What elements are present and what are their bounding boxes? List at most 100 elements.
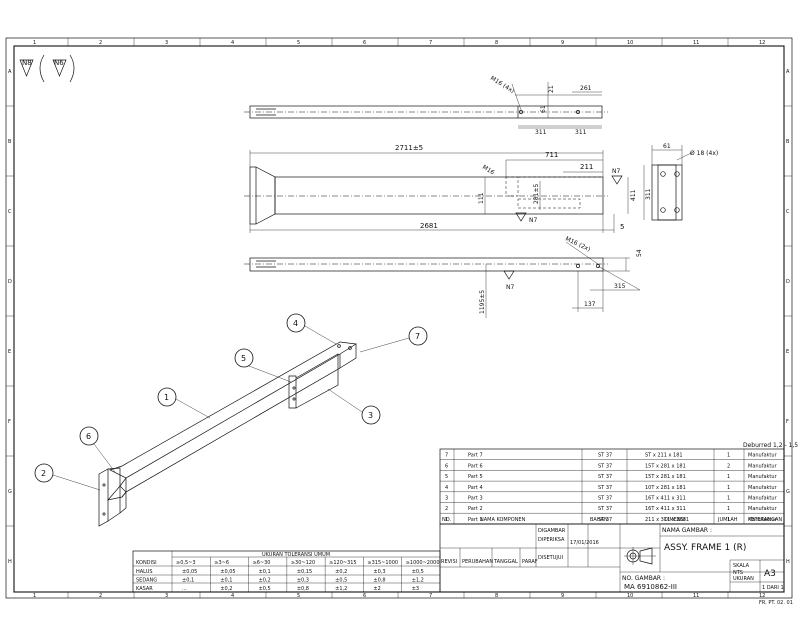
part-note: Manufaktur	[748, 506, 778, 512]
svg-text:2711±5: 2711±5	[395, 144, 423, 152]
svg-text:281±5: 281±5	[533, 184, 540, 204]
tolerance-range: ≥30~120	[291, 560, 315, 566]
part-material: ST 37	[598, 506, 612, 512]
deburr-note: Deburred 1,2 - 1,5	[743, 442, 798, 449]
svg-text:PERUBAHAN: PERUBAHAN	[462, 559, 493, 565]
svg-text:61: 61	[540, 105, 547, 113]
grid-column-label: 6	[363, 40, 366, 46]
svg-text:311: 311	[575, 129, 587, 136]
svg-text:311: 311	[645, 188, 652, 200]
svg-text:5: 5	[620, 223, 624, 231]
svg-text:REVISI: REVISI	[441, 559, 457, 565]
grid-columns	[67, 38, 729, 598]
part-number: 3	[445, 496, 448, 502]
grid-row-label: B	[786, 139, 790, 145]
svg-text:DISETUJUI: DISETUJUI	[538, 555, 563, 561]
grid-column-label: 7	[429, 593, 432, 599]
part-name: Part 7	[468, 453, 483, 459]
part-dimension: ST x 211 x 181	[645, 453, 683, 459]
part-note: Manufaktur	[748, 485, 778, 491]
svg-text:PARAF: PARAF	[522, 559, 538, 565]
grid-column-label: 9	[561, 40, 564, 46]
part-number: 5	[445, 474, 448, 480]
svg-text:6: 6	[86, 432, 91, 441]
grid-column-label: 10	[627, 40, 633, 46]
tolerance-row-header: KONDISI	[136, 560, 157, 566]
svg-text:1195±5: 1195±5	[479, 290, 486, 314]
part-material: ST 37	[598, 485, 612, 491]
tolerance-value: ±3	[412, 586, 419, 592]
svg-text:315: 315	[614, 283, 626, 290]
part-name: Part 1	[468, 517, 483, 523]
svg-text:NO. GAMBAR :: NO. GAMBAR :	[622, 575, 665, 582]
grid-column-label: 11	[693, 593, 699, 599]
svg-text:1 DARI 1: 1 DARI 1	[762, 585, 784, 591]
grid-column-label: 8	[495, 40, 498, 46]
part-material: ST 37	[598, 453, 612, 459]
grid-column-label: 2	[99, 40, 102, 46]
grid-column-label: 12	[759, 593, 765, 599]
grid-row-label: H	[786, 559, 790, 565]
svg-text:MA 6910862-III: MA 6910862-III	[624, 583, 677, 591]
side-view-dims: 61 Ø 18 (4x) 311	[645, 143, 718, 200]
part-number: 7	[445, 453, 448, 459]
svg-text:N6: N6	[54, 59, 64, 67]
svg-text:N7: N7	[506, 284, 514, 291]
grid-column-label: 1	[33, 593, 36, 599]
tolerance-value: ±0,5	[259, 586, 271, 592]
grid-column-label: 7	[429, 40, 432, 46]
svg-text:DIPERIKSA: DIPERIKSA	[538, 537, 565, 543]
grid-column-label: 4	[231, 40, 234, 46]
tolerance-value: ±0,2	[335, 569, 347, 575]
tolerance-range: ≥1000~2000	[406, 560, 440, 566]
svg-text:61: 61	[663, 143, 671, 150]
tolerance-value: ±0,1	[259, 569, 271, 575]
grid-rows	[6, 105, 792, 527]
surface-roughness-symbol: N8 N6	[19, 54, 75, 83]
tolerance-table: UKURAN TOLERANSI UMUM≥0,5~3≥3~6≥6~30≥30~…	[132, 550, 441, 593]
tolerance-value: ±0,05	[182, 569, 197, 575]
svg-text:N7: N7	[529, 217, 537, 224]
grid-row-label: F	[786, 419, 789, 425]
svg-text:211: 211	[580, 163, 593, 171]
grid-row-label: E	[8, 349, 11, 355]
tolerance-value: ±2	[373, 586, 380, 592]
tolerance-range: ≥0,5~3	[176, 560, 196, 566]
grid-column-label: 2	[99, 593, 102, 599]
tolerance-condition: KASAR	[136, 586, 153, 592]
tolerance-value: ±0,2	[220, 586, 232, 592]
svg-text:137: 137	[584, 301, 596, 308]
part-qty: 1	[727, 485, 730, 491]
tolerance-range: ≥120~315	[329, 560, 356, 566]
grid-row-label: C	[786, 209, 790, 215]
part-note: Manufaktur	[748, 474, 778, 480]
header-no: NO.	[442, 517, 451, 523]
grid-row-label: A	[786, 69, 790, 75]
svg-text:1: 1	[164, 393, 169, 402]
form-code: FR. PT. 02. 01	[759, 600, 793, 606]
svg-text:NTS: NTS	[733, 570, 743, 576]
tolerance-title: UKURAN TOLERANSI UMUM	[262, 552, 330, 558]
part-number: 1	[445, 517, 448, 523]
grid-row-label: D	[8, 279, 12, 285]
grid-column-label: 9	[561, 593, 564, 599]
tolerance-value: ±0,8	[297, 586, 309, 592]
part-qty: 2	[727, 463, 730, 469]
balloon-7: 7	[359, 326, 428, 353]
grid-column-label: 3	[165, 40, 168, 46]
tolerance-value: ±0,3	[373, 569, 385, 575]
side-view	[643, 145, 694, 221]
part-name: Part 3	[468, 496, 483, 502]
part-qty: 1	[727, 474, 730, 480]
svg-text:2: 2	[41, 469, 46, 478]
svg-text:N7: N7	[612, 168, 620, 175]
tolerance-value: ±0,05	[220, 569, 235, 575]
tolerance-range: ≥315~1000	[367, 560, 398, 566]
svg-text:SKALA: SKALA	[733, 563, 750, 569]
tolerance-value: ±1,2	[412, 578, 424, 584]
balloon-6: 6	[79, 426, 116, 473]
part-material: ST 37	[598, 463, 612, 469]
balloon-3: 3	[327, 388, 381, 425]
part-dimension: 16T x 411 x 311	[645, 496, 686, 502]
